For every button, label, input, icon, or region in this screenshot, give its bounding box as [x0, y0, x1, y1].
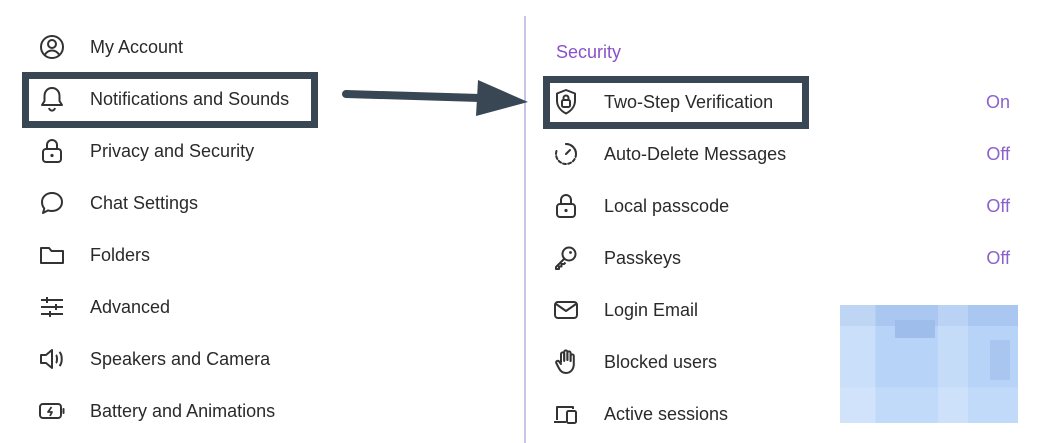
setting-label: Blocked users: [604, 351, 718, 372]
sidebar-item-battery-and-animations[interactable]: Battery and Animations: [24, 389, 504, 433]
setting-local-passcode[interactable]: Local passcode Off: [526, 184, 1037, 228]
timer-icon: [550, 138, 582, 170]
sidebar-item-label: Battery and Animations: [90, 400, 276, 421]
annotation-arrow: [342, 80, 528, 116]
setting-label: Login Email: [604, 299, 699, 320]
battery-icon: [36, 395, 68, 427]
setting-passkeys[interactable]: Passkeys Off: [526, 236, 1037, 280]
setting-label: Passkeys: [604, 247, 682, 268]
setting-label: Local passcode: [604, 195, 730, 216]
sidebar-item-label: Notifications and Sounds: [90, 88, 290, 109]
devices-icon: [550, 398, 582, 430]
setting-label: Auto-Delete Messages: [604, 143, 787, 164]
setting-label: Active sessions: [604, 403, 729, 424]
folder-icon: [36, 239, 68, 271]
setting-status: Off: [986, 195, 1010, 216]
speaker-icon: [36, 343, 68, 375]
redacted-area: [840, 305, 1018, 423]
sidebar-item-my-account[interactable]: My Account: [24, 25, 504, 69]
setting-label: Two-Step Verification: [604, 91, 774, 112]
key-icon: [550, 242, 582, 274]
setting-auto-delete-messages[interactable]: Auto-Delete Messages Off: [526, 132, 1037, 176]
chat-bubble-icon: [36, 187, 68, 219]
sidebar-item-folders[interactable]: Folders: [24, 233, 504, 277]
sidebar-item-label: My Account: [90, 36, 184, 57]
sidebar-item-label: Chat Settings: [90, 192, 199, 213]
sidebar-item-label: Folders: [90, 244, 151, 265]
sidebar-item-advanced[interactable]: Advanced: [24, 285, 504, 329]
sidebar-item-speakers-and-camera[interactable]: Speakers and Camera: [24, 337, 504, 381]
highlight-box-notifications: [22, 72, 318, 128]
user-circle-icon: [36, 31, 68, 63]
lock-icon: [36, 135, 68, 167]
panel-divider: [524, 16, 526, 443]
lock-icon: [550, 190, 582, 222]
sidebar-item-privacy-and-security[interactable]: Privacy and Security: [24, 129, 504, 173]
settings-sidebar: My Account Notifications and Sounds Priv…: [24, 25, 504, 433]
sidebar-item-label: Speakers and Camera: [90, 348, 271, 369]
setting-login-email[interactable]: Login Email: [526, 288, 1037, 332]
sidebar-item-notifications-and-sounds[interactable]: Notifications and Sounds: [24, 77, 504, 121]
setting-status: On: [985, 91, 1010, 112]
setting-active-sessions[interactable]: Active sessions: [526, 392, 1037, 436]
envelope-icon: [550, 294, 582, 326]
sidebar-item-label: Privacy and Security: [90, 140, 255, 161]
section-title: Security: [556, 42, 622, 62]
hand-icon: [550, 346, 582, 378]
setting-status: Off: [986, 247, 1010, 268]
sidebar-item-label: Advanced: [90, 296, 171, 317]
setting-blocked-users[interactable]: Blocked users: [526, 340, 1037, 384]
bell-icon: [36, 83, 68, 115]
shield-lock-icon: [550, 86, 582, 118]
setting-status: Off: [986, 143, 1010, 164]
sliders-icon: [36, 291, 68, 323]
sidebar-item-chat-settings[interactable]: Chat Settings: [24, 181, 504, 225]
setting-two-step-verification[interactable]: Two-Step Verification On: [526, 80, 1037, 124]
highlight-box-two-step-verification: [543, 76, 809, 129]
